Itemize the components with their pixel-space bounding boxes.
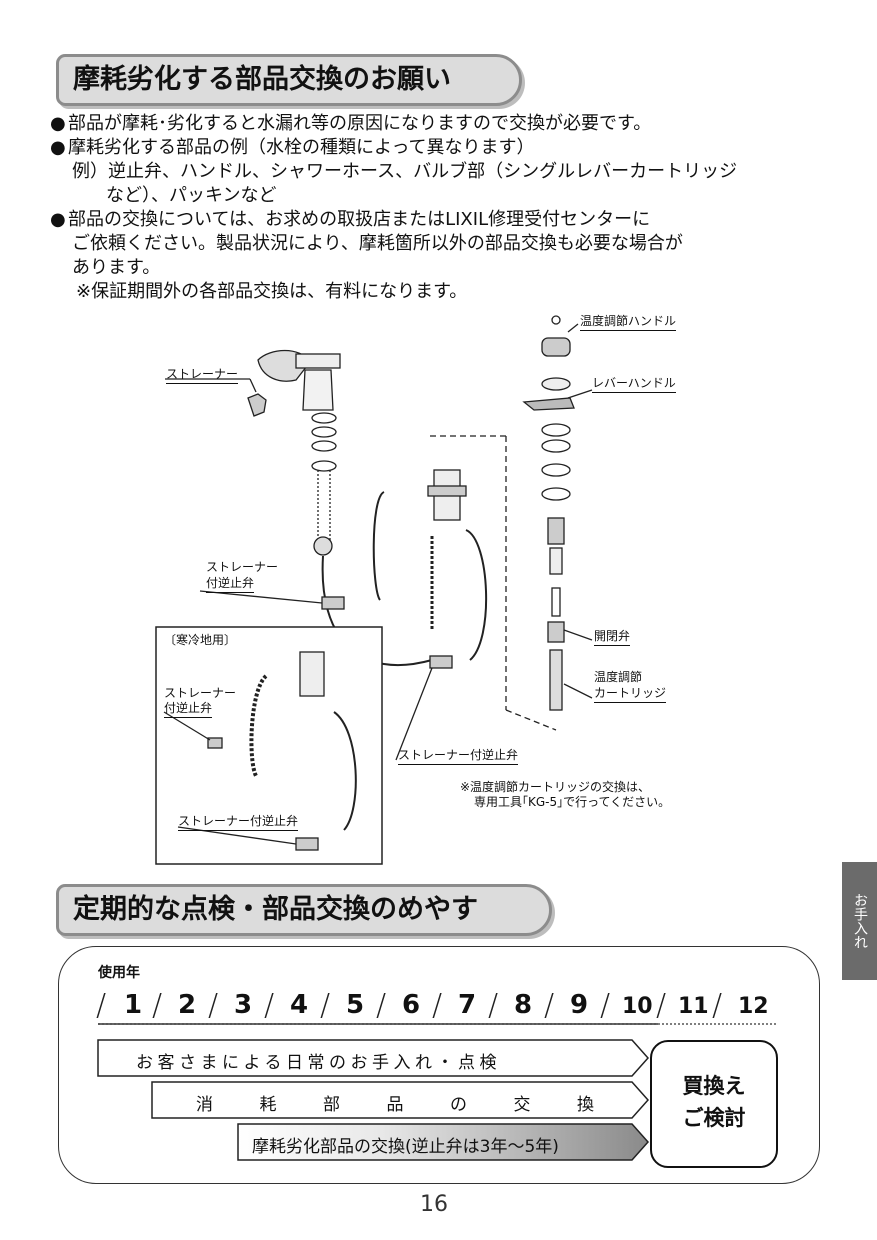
year-divider: / [264, 988, 275, 1023]
year-9: 9 [570, 990, 589, 1020]
year-3: 3 [234, 990, 253, 1020]
year-1: 1 [124, 990, 143, 1020]
intro-text: ●部品が摩耗･劣化すると水漏れ等の原因になりますので交換が必要です。 ●摩耗劣化… [50, 112, 840, 304]
year-divider: / [600, 988, 611, 1023]
schedule-box [58, 946, 820, 1184]
label-temp-cartridge: 温度調節 [594, 670, 643, 684]
example-line: など）、パッキンなど [106, 185, 277, 206]
bullet-item: ●部品の交換については、お求めの取扱店またはLIXIL修理受付センターに [50, 209, 651, 230]
label-strainer-check-valve-b: 付逆止弁 [206, 574, 255, 593]
year-10: 10 [622, 994, 653, 1019]
cartridge-note-tool: 専用工具｢KG-5｣で行ってください。 [474, 795, 671, 809]
year-7: 7 [458, 990, 477, 1020]
replacement-consideration-box: 買換え ご検討 [650, 1040, 778, 1168]
section-title: 定期的な点検・部品交換のめやす [73, 894, 478, 925]
section-header-inspection-schedule: 定期的な点検・部品交換のめやす [56, 884, 552, 936]
section-header-parts-replacement: 摩耗劣化する部品交換のお願い [56, 54, 522, 106]
year-4: 4 [290, 990, 309, 1020]
label-strainer: ストレーナー [166, 365, 239, 384]
year-12: 12 [738, 994, 769, 1019]
bullet-item: ●部品が摩耗･劣化すると水漏れ等の原因になりますので交換が必要です。 [50, 113, 652, 134]
year-11: 11 [678, 994, 709, 1019]
bullet-continuation: あります。 [72, 257, 161, 278]
year-divider: / [320, 988, 331, 1023]
cartridge-note: ※温度調節カートリッジの交換は、 [460, 780, 651, 794]
paid-note: ※保証期間外の各部品交換は、有料になります。 [76, 281, 468, 302]
label-open-close-valve: 開閉弁 [594, 627, 631, 646]
years-label: 使用年 [98, 965, 140, 981]
label-temp-handle: 温度調節ハンドル [580, 312, 677, 331]
label-cold-area: 〔寒冷地用〕 [164, 633, 237, 647]
label-cold-check-valve-2: ストレーナー付逆止弁 [178, 812, 299, 831]
side-tab-care: お手入れ [842, 862, 877, 980]
year-divider: / [712, 988, 723, 1023]
year-8: 8 [514, 990, 533, 1020]
year-divider: / [376, 988, 387, 1023]
label-lever-handle: レバーハンドル [592, 374, 676, 393]
year-divider: / [656, 988, 667, 1023]
bullet-continuation: ご依頼ください。製品状況により、摩耗箇所以外の部品交換も必要な場合が [72, 233, 683, 254]
label-cold-check-valve: ストレーナー [164, 686, 237, 700]
exploded-parts-diagram [155, 315, 593, 865]
year-divider: / [488, 988, 499, 1023]
example-line: 例）逆止弁、ハンドル、シャワーホース、バルブ部（シングルレバーカートリッジ [72, 161, 738, 182]
label-cold-check-valve-b: 付逆止弁 [164, 699, 213, 718]
bullet-item: ●摩耗劣化する部品の例（水栓の種類によって異なります） [50, 137, 535, 158]
year-divider: / [432, 988, 443, 1023]
label-main-check-valve: ストレーナー付逆止弁 [398, 746, 519, 765]
year-divider: / [152, 988, 163, 1023]
label-temp-cartridge-b: カートリッジ [594, 684, 667, 703]
year-2: 2 [178, 990, 197, 1020]
year-divider: / [544, 988, 555, 1023]
year-divider: / [208, 988, 219, 1023]
label-strainer-check-valve: ストレーナー [206, 560, 279, 574]
row-consumables: 消 耗 部 品 の 交 換 [196, 1095, 596, 1115]
year-6: 6 [402, 990, 421, 1020]
year-5: 5 [346, 990, 365, 1020]
section-title: 摩耗劣化する部品交換のお願い [73, 64, 451, 95]
row-wear-parts: 摩耗劣化部品の交換(逆止弁は3年〜5年) [252, 1137, 559, 1157]
year-divider: / [96, 988, 107, 1023]
page-number: 16 [420, 1192, 448, 1217]
row-daily-care: お客さまによる日常のお手入れ・点検 [136, 1053, 501, 1073]
